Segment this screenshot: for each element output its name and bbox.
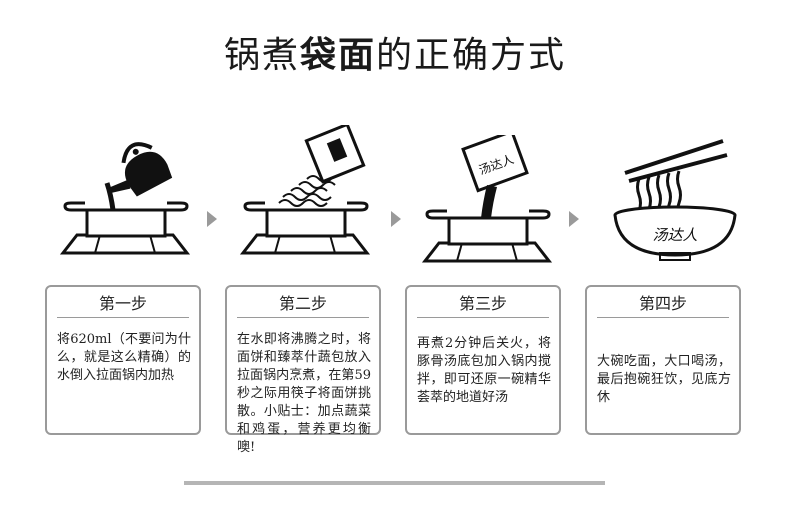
- step-card-3: 第三步 再煮2分钟后关火，将豚骨汤底包加入锅内搅拌，即可还原一碗精华荟萃的地道好…: [405, 285, 561, 435]
- noodle-bowl-chopsticks-icon: 汤达人: [613, 139, 737, 261]
- step-text: 在水即将沸腾之时，将面饼和臻萃什蔬包放入拉面锅内烹煮，在第59秒之际用筷子将面饼…: [237, 332, 371, 455]
- bottom-divider: [184, 481, 605, 485]
- step-label: 第一步: [57, 291, 189, 318]
- soup-packet-into-pot-icon: 汤达人: [421, 135, 553, 263]
- step-text: 大碗吃面，大口喝汤，最后抱碗狂饮，见底方休: [597, 354, 731, 405]
- step-label: 第三步: [417, 291, 549, 318]
- title-prefix: 锅煮: [223, 35, 300, 76]
- arrow-right-icon: [391, 211, 401, 227]
- title-bold: 袋面: [299, 34, 376, 76]
- step-text: 将620ml（不要问为什么，就是这么精确）的水倒入拉面锅内加热: [57, 332, 191, 383]
- bowl-label: 汤达人: [652, 226, 697, 244]
- arrow-right-icon: [569, 211, 579, 227]
- step-card-2: 第二步 在水即将沸腾之时，将面饼和臻萃什蔬包放入拉面锅内烹煮，在第59秒之际用筷…: [225, 285, 381, 455]
- noodle-packet-into-pot-icon: [239, 125, 371, 255]
- arrow-right-icon: [207, 211, 217, 227]
- page-title: 锅煮袋面的正确方式: [0, 31, 790, 80]
- step-card-1: 第一步 将620ml（不要问为什么，就是这么精确）的水倒入拉面锅内加热: [45, 285, 201, 435]
- step-text: 再煮2分钟后关火，将豚骨汤底包加入锅内搅拌，即可还原一碗精华荟萃的地道好汤: [417, 336, 551, 405]
- kettle-pouring-into-pot-icon: [59, 142, 191, 255]
- step-card-4: 第四步 大碗吃面，大口喝汤，最后抱碗狂饮，见底方休: [585, 285, 741, 435]
- title-suffix: 的正确方式: [376, 35, 567, 76]
- step-label: 第四步: [597, 291, 729, 318]
- step-label: 第二步: [237, 291, 369, 318]
